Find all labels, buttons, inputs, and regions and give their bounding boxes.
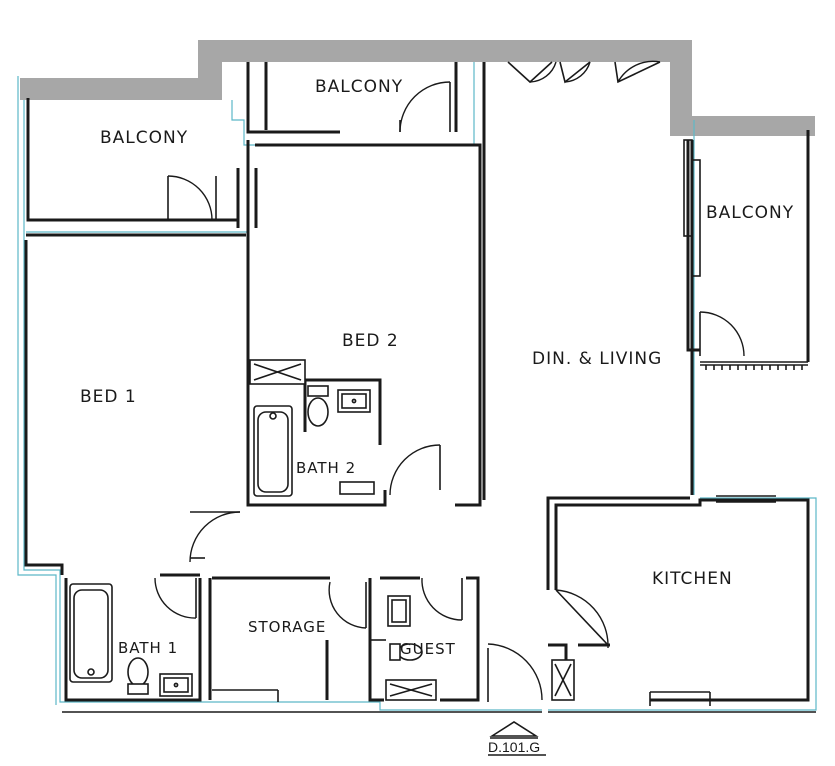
label-balcony-right: BALCONY xyxy=(706,203,794,223)
outer-outline xyxy=(17,62,817,711)
fixtures xyxy=(69,359,575,701)
label-balcony-top-mid: BALCONY xyxy=(315,77,403,97)
toilet-bath-1 xyxy=(127,657,149,687)
structural-band xyxy=(20,40,815,136)
label-bath-1: BATH 1 xyxy=(118,639,178,657)
label-balcony-top-left: BALCONY xyxy=(100,128,188,148)
doors xyxy=(154,60,745,702)
bathtub-bath-2 xyxy=(253,405,293,497)
label-guest: GUEST xyxy=(400,640,456,658)
basin-guest xyxy=(387,595,411,627)
label-storage: STORAGE xyxy=(248,618,326,636)
label-kitchen: KITCHEN xyxy=(652,569,733,589)
label-bed-1: BED 1 xyxy=(80,387,137,407)
bathtub-bath-1 xyxy=(69,583,113,683)
label-bed-2: BED 2 xyxy=(342,331,399,351)
basin-bath-2 xyxy=(337,389,371,413)
toilet-bath-2 xyxy=(307,397,329,427)
railings xyxy=(212,139,808,706)
basin-bath-1 xyxy=(159,673,193,697)
label-bath-2: BATH 2 xyxy=(296,459,356,477)
section-marker: D.101.G xyxy=(488,721,546,756)
section-marker-label: D.101.G xyxy=(488,739,540,755)
label-din-living: DIN. & LIVING xyxy=(532,349,662,369)
